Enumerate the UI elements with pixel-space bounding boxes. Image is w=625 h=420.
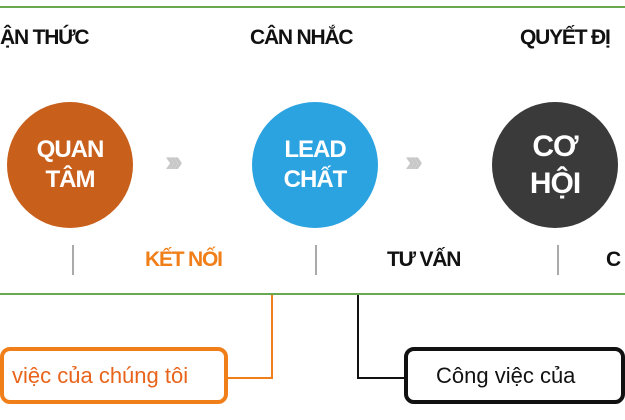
circle-interest: QUAN TÂM bbox=[7, 102, 133, 228]
our-work-text: việc của chúng tôi bbox=[12, 362, 189, 388]
chevron-arrows-icon: ››› bbox=[405, 145, 423, 178]
circle-lead: LEAD CHẤT bbox=[252, 102, 378, 228]
stage-consideration: CÂN NHẮC bbox=[250, 26, 354, 49]
divider bbox=[72, 245, 74, 275]
their-work-box: Công việc của bbox=[404, 347, 625, 404]
orange-connector bbox=[271, 295, 273, 379]
orange-connector bbox=[228, 377, 273, 379]
stage-decision: QUYẾT ĐỊ bbox=[520, 26, 611, 49]
divider bbox=[557, 245, 559, 275]
stage-awareness: ẬN THỨC bbox=[0, 26, 90, 49]
top-green-line bbox=[0, 6, 625, 8]
their-work-text: Công việc của bbox=[436, 362, 576, 388]
label-connect: KẾT NỐI bbox=[145, 248, 223, 271]
label-close: C bbox=[606, 248, 621, 271]
black-connector bbox=[357, 377, 407, 379]
label-consult: TƯ VẤN bbox=[387, 248, 461, 271]
circle-opportunity-line2: HỘI bbox=[529, 167, 581, 200]
circle-opportunity-line1: CƠ bbox=[532, 129, 578, 163]
black-connector bbox=[357, 295, 359, 379]
our-work-box: việc của chúng tôi bbox=[0, 347, 228, 404]
circle-opportunity: CƠ HỘI bbox=[492, 102, 618, 228]
chevron-arrows-icon: ››› bbox=[165, 145, 183, 178]
middle-green-line bbox=[0, 293, 625, 295]
circle-lead-line2: CHẤT bbox=[283, 166, 348, 193]
divider bbox=[315, 245, 317, 275]
circle-interest-line2: TÂM bbox=[45, 166, 96, 193]
circle-interest-line1: QUAN bbox=[36, 136, 105, 163]
circle-lead-line1: LEAD bbox=[284, 136, 346, 163]
